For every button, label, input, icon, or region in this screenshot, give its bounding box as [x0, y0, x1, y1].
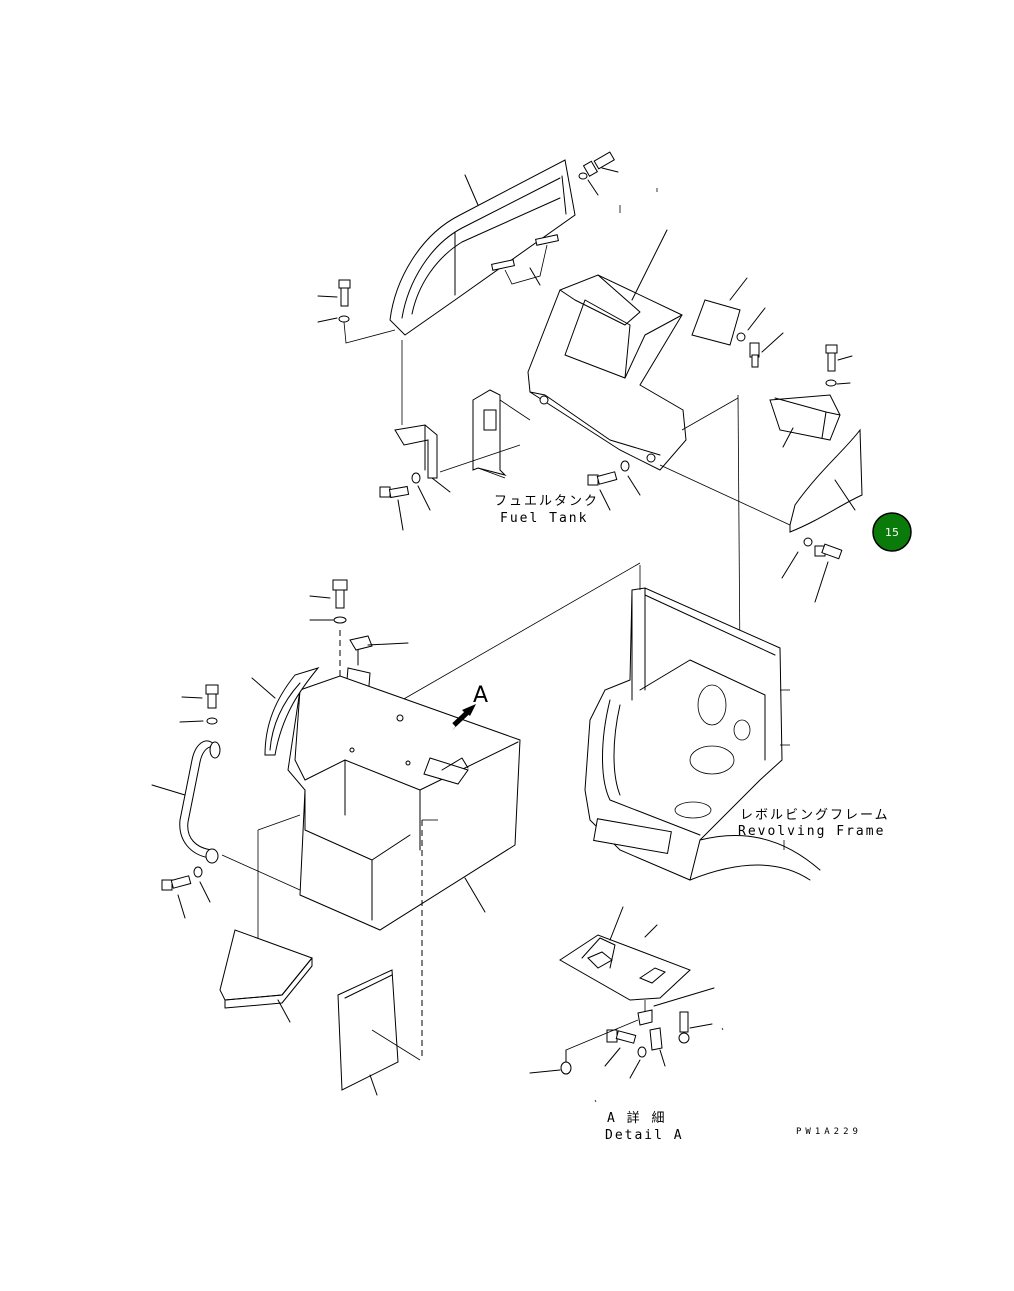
bolt-icon: [332, 579, 348, 609]
step-block: [769, 394, 841, 448]
revolving-frame-en-label: Revolving Frame: [738, 824, 885, 839]
page-badge[interactable]: 15: [872, 512, 912, 552]
bolt-icon: [587, 471, 618, 486]
fuel-tank-en-label: Fuel Tank: [500, 511, 588, 526]
detail-a-marker: A: [473, 683, 488, 708]
revolving-frame: [584, 565, 821, 881]
bolt-icon: [678, 1011, 690, 1044]
fuel-tank-jp-label: フュエルタンク: [494, 494, 599, 509]
bolt-icon: [814, 543, 843, 560]
detail-a-jp-label: A 詳 細: [607, 1110, 666, 1126]
revolving-frame-jp-label: レボルビングフレーム: [740, 808, 890, 823]
clip-icon: [637, 1009, 653, 1026]
small-plate: [691, 277, 748, 346]
cap-icon: [349, 635, 373, 666]
fuel-tank-body: [287, 675, 521, 931]
fuel-pipe: [179, 740, 221, 864]
bolt-icon: [161, 875, 192, 891]
top-curved-cover: [389, 151, 658, 336]
direction-arrow-icon: [452, 704, 476, 731]
pin-icon: [560, 1049, 572, 1075]
bottom-plate: [219, 929, 313, 1023]
bolt-icon: [582, 151, 615, 177]
seal-strip: [251, 667, 320, 756]
bolt-icon: [338, 279, 351, 307]
badge-number: 15: [885, 526, 899, 539]
detail-a-en-label: Detail A: [605, 1128, 684, 1143]
bolt-icon: [749, 342, 760, 368]
right-side-plate: [789, 428, 863, 533]
fuel-tank-side-plate: [472, 389, 531, 479]
side-plate: [337, 969, 421, 1096]
detail-a-plate: [559, 906, 691, 1001]
badge-circle: [872, 512, 912, 552]
bolt-icon: [825, 344, 838, 372]
bolt-icon: [606, 1029, 637, 1044]
bolt-icon: [205, 684, 219, 709]
drawing-code: PW1A229: [796, 1127, 862, 1137]
upper-cover-panel: [527, 229, 687, 471]
bracket: [394, 424, 438, 479]
bolt-icon: [379, 485, 410, 499]
